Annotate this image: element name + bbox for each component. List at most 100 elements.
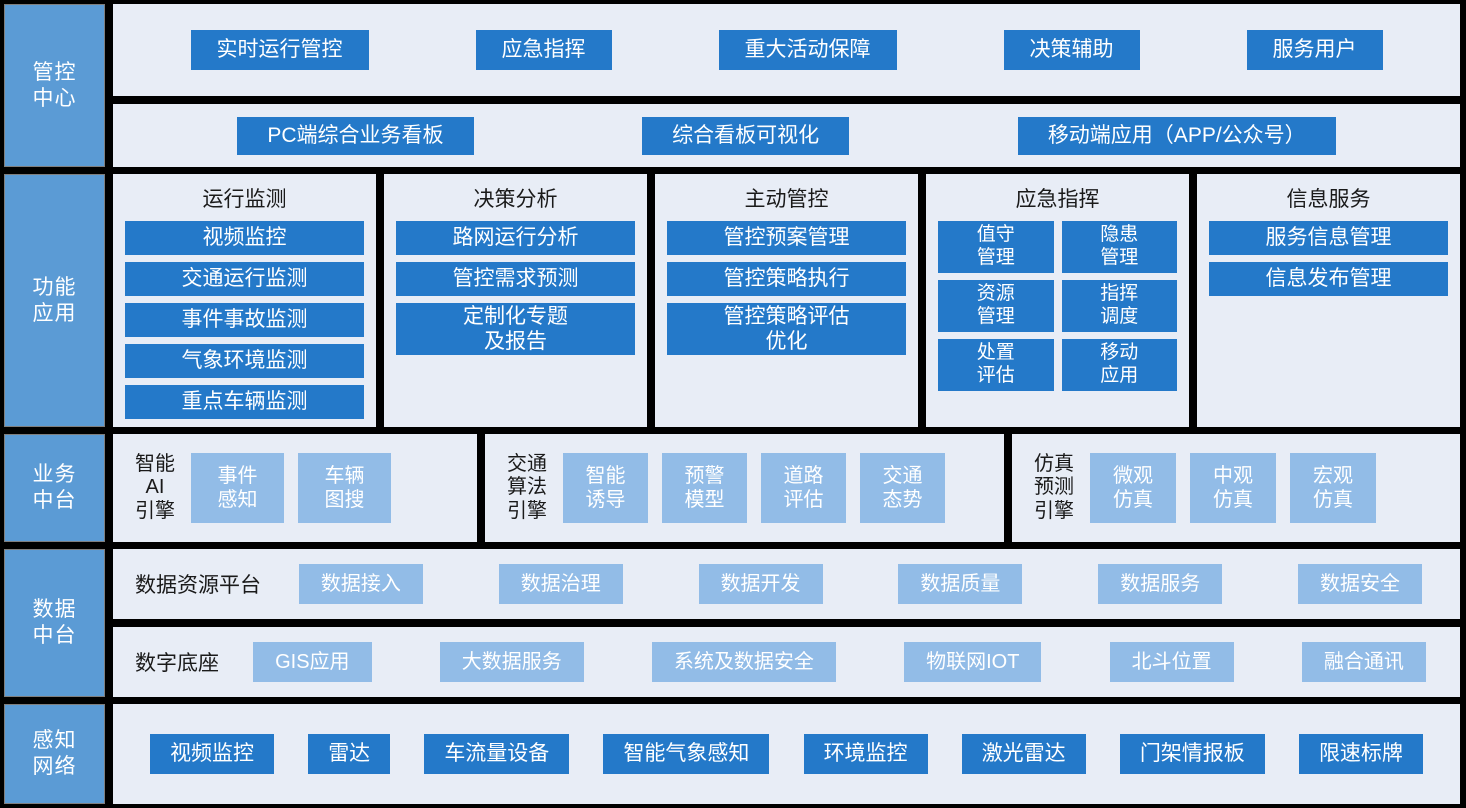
- layer-label-line: 应用: [32, 301, 77, 325]
- perception-network-body: 视频监控 雷达 车流量设备 智能气象感知 环境监控 激光雷达 门架情报板 限速标…: [113, 704, 1460, 804]
- device-button[interactable]: 雷达: [308, 734, 391, 774]
- layer-label-line: 中心: [32, 86, 77, 110]
- scenario-button[interactable]: 决策辅助: [1003, 30, 1140, 70]
- engine-capability[interactable]: 中观仿真: [1190, 453, 1276, 523]
- device-button[interactable]: 视频监控: [150, 734, 275, 774]
- module-button[interactable]: 管控预案管理: [667, 221, 906, 255]
- perception-devices-panel: 视频监控 雷达 车流量设备 智能气象感知 环境监控 激光雷达 门架情报板 限速标…: [113, 704, 1460, 804]
- foundation-capability[interactable]: 北斗位置: [1109, 642, 1234, 682]
- layer-row-perception-network: 感知 网络 视频监控 雷达 车流量设备 智能气象感知 环境监控 激光雷达 门架情…: [4, 704, 1460, 804]
- module-button[interactable]: 指挥调度: [1061, 280, 1177, 332]
- module-button[interactable]: 管控需求预测: [396, 262, 635, 296]
- data-resource-platform-band: 数据资源平台 数据接入 数据治理 数据开发 数据质量 数据服务 数据安全: [113, 549, 1460, 619]
- scenario-button[interactable]: 重大活动保障: [718, 30, 897, 70]
- data-capability[interactable]: 数据接入: [298, 564, 423, 604]
- module-button[interactable]: 气象环境监测: [125, 344, 364, 378]
- module-button[interactable]: 定制化专题及报告: [396, 303, 635, 355]
- module-button[interactable]: 管控策略执行: [667, 262, 906, 296]
- scenario-button[interactable]: 实时运行管控: [190, 30, 369, 70]
- layer-row-functional-application: 功能 应用 运行监测 视频监控 交通运行监测 事件事故监测 气象环境监测 重点车…: [4, 174, 1460, 427]
- module-button[interactable]: 管控策略评估优化: [667, 303, 906, 355]
- control-center-scenarios-panel: 实时运行管控 应急指挥 重大活动保障 决策辅助 服务用户: [113, 4, 1460, 96]
- column-title: 信息服务: [1286, 188, 1371, 211]
- column-title: 运行监测: [202, 188, 287, 211]
- digital-foundation-band: 数字底座 GIS应用 大数据服务 系统及数据安全 物联网IOT 北斗位置 融合通…: [113, 627, 1460, 697]
- control-center-body: 实时运行管控 应急指挥 重大活动保障 决策辅助 服务用户 PC端综合业务看板 综…: [113, 4, 1460, 167]
- engine-capability[interactable]: 预警模型: [662, 453, 747, 523]
- control-center-channels-panel: PC端综合业务看板 综合看板可视化 移动端应用（APP/公众号）: [113, 104, 1460, 167]
- engine-group-traffic-algorithm: 交通算法引擎 智能诱导 预警模型 道路评估 交通态势: [485, 434, 1004, 542]
- band-label: 数字底座: [135, 652, 219, 675]
- data-middle-platform-body: 数据资源平台 数据接入 数据治理 数据开发 数据质量 数据服务 数据安全 数字底…: [113, 549, 1460, 697]
- module-column-active-control: 主动管控 管控预案管理 管控策略执行 管控策略评估优化: [655, 174, 918, 427]
- engine-label: 仿真预测引擎: [1034, 452, 1074, 522]
- channel-button[interactable]: 综合看板可视化: [642, 116, 850, 155]
- module-column-decision-analysis: 决策分析 路网运行分析 管控需求预测 定制化专题及报告: [384, 174, 647, 427]
- module-button[interactable]: 视频监控: [125, 221, 364, 255]
- device-button[interactable]: 车流量设备: [424, 734, 570, 774]
- band-items: 数据接入 数据治理 数据开发 数据质量 数据服务 数据安全: [261, 564, 1460, 604]
- layer-row-control-center: 管控 中心 实时运行管控 应急指挥 重大活动保障 决策辅助 服务用户 PC端综合…: [4, 4, 1460, 167]
- layer-label-perception-network: 感知 网络: [4, 704, 105, 804]
- layer-label-line: 网络: [32, 755, 77, 778]
- channel-button[interactable]: 移动端应用（APP/公众号）: [1017, 116, 1336, 155]
- device-button[interactable]: 门架情报板: [1119, 734, 1265, 774]
- module-button[interactable]: 隐患管理: [1061, 221, 1177, 273]
- module-column-information-service: 信息服务 服务信息管理 信息发布管理: [1197, 174, 1460, 427]
- layer-label-control-center: 管控 中心: [4, 4, 105, 167]
- column-title: 决策分析: [473, 188, 558, 211]
- engine-capability[interactable]: 交通态势: [860, 453, 945, 523]
- channel-button[interactable]: PC端综合业务看板: [237, 116, 474, 155]
- data-capability[interactable]: 数据安全: [1298, 564, 1423, 604]
- module-button[interactable]: 重点车辆监测: [125, 385, 364, 419]
- layer-label-functional-application: 功能 应用: [4, 174, 105, 427]
- engine-capability[interactable]: 事件感知: [191, 453, 284, 523]
- foundation-capability[interactable]: 系统及数据安全: [651, 642, 836, 682]
- device-button[interactable]: 智能气象感知: [603, 734, 770, 774]
- data-capability[interactable]: 数据服务: [1098, 564, 1223, 604]
- layer-label-line: 感知: [32, 729, 77, 753]
- layer-label-line: 功能: [32, 275, 77, 299]
- layer-label-line: 数据: [32, 598, 77, 622]
- device-button[interactable]: 激光雷达: [961, 734, 1086, 774]
- band-items: GIS应用 大数据服务 系统及数据安全 物联网IOT 北斗位置 融合通讯: [219, 642, 1460, 682]
- engine-label: 交通算法引擎: [507, 452, 547, 522]
- layer-label-line: 中台: [32, 489, 77, 512]
- column-title: 应急指挥: [1015, 188, 1100, 211]
- data-capability[interactable]: 数据开发: [698, 564, 823, 604]
- module-button[interactable]: 资源管理: [938, 280, 1054, 332]
- engine-group-simulation-prediction: 仿真预测引擎 微观仿真 中观仿真 宏观仿真: [1012, 434, 1460, 542]
- layer-label-business-middle-platform: 业务 中台: [4, 434, 105, 542]
- module-button[interactable]: 事件事故监测: [125, 303, 364, 337]
- module-button[interactable]: 值守管理: [938, 221, 1054, 273]
- foundation-capability[interactable]: GIS应用: [253, 642, 372, 682]
- band-label: 数据资源平台: [135, 574, 261, 597]
- layer-row-data-middle-platform: 数据 中台 数据资源平台 数据接入 数据治理 数据开发 数据质量 数据服务 数据…: [4, 549, 1460, 697]
- scenario-button[interactable]: 服务用户: [1246, 30, 1383, 70]
- module-button[interactable]: 服务信息管理: [1209, 221, 1448, 255]
- layer-label-data-middle-platform: 数据 中台: [4, 549, 105, 697]
- foundation-capability[interactable]: 大数据服务: [439, 642, 584, 682]
- module-column-emergency-command: 应急指挥 值守管理 隐患管理 资源管理 指挥调度 处置评估 移动应用: [926, 174, 1189, 427]
- engine-capability[interactable]: 车辆图搜: [298, 453, 391, 523]
- engine-capability[interactable]: 道路评估: [761, 453, 846, 523]
- module-button[interactable]: 处置评估: [938, 339, 1054, 391]
- device-button[interactable]: 环境监控: [803, 734, 928, 774]
- scenario-button[interactable]: 应急指挥: [475, 30, 612, 70]
- module-button[interactable]: 路网运行分析: [396, 221, 635, 255]
- foundation-capability[interactable]: 物联网IOT: [904, 642, 1042, 682]
- foundation-capability[interactable]: 融合通讯: [1301, 642, 1426, 682]
- engine-capability[interactable]: 宏观仿真: [1290, 453, 1376, 523]
- engine-capability[interactable]: 智能诱导: [563, 453, 648, 523]
- device-button[interactable]: 限速标牌: [1298, 734, 1423, 774]
- module-button[interactable]: 交通运行监测: [125, 262, 364, 296]
- data-capability[interactable]: 数据治理: [498, 564, 623, 604]
- module-button[interactable]: 信息发布管理: [1209, 262, 1448, 296]
- module-button[interactable]: 移动应用: [1061, 339, 1177, 391]
- engine-capability[interactable]: 微观仿真: [1090, 453, 1176, 523]
- data-capability[interactable]: 数据质量: [898, 564, 1023, 604]
